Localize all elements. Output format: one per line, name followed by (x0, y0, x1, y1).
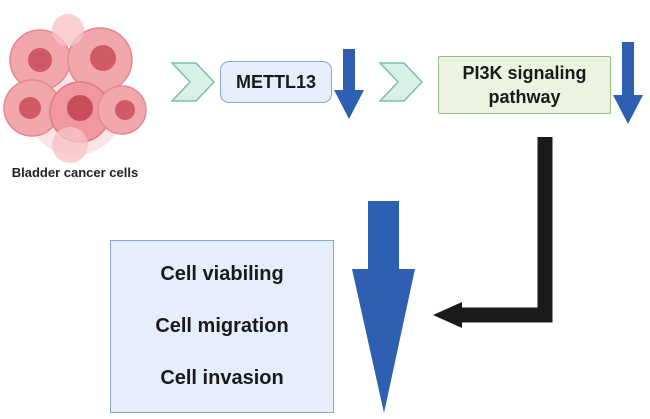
pi3k-label-line-1: PI3K signaling (462, 63, 587, 83)
down-arrow-icon (613, 42, 643, 124)
bladder-cancer-cells-caption: Bladder cancer cells (11, 165, 139, 180)
outcomes-box: Cell viabiling Cell migration Cell invas… (110, 240, 334, 413)
mettl13-label: METTL13 (235, 71, 316, 92)
outcome-cell-viability: Cell viabiling (160, 263, 284, 286)
bladder-cancer-cells-illustration (3, 14, 147, 163)
outcome-cell-invasion: Cell invasion (160, 366, 284, 389)
pi3k-label-line-2: pathway (488, 87, 561, 107)
outcome-cell-migration: Cell migration (155, 314, 289, 337)
big-down-arrow-icon (352, 201, 415, 413)
chevron-right-icon (378, 62, 424, 102)
mettl13-node: METTL13 (220, 61, 332, 103)
pi3k-node: PI3K signaling pathway (438, 56, 611, 114)
down-arrow-icon (334, 49, 364, 119)
elbow-arrow (433, 137, 553, 328)
chevron-right-icon (170, 62, 216, 102)
